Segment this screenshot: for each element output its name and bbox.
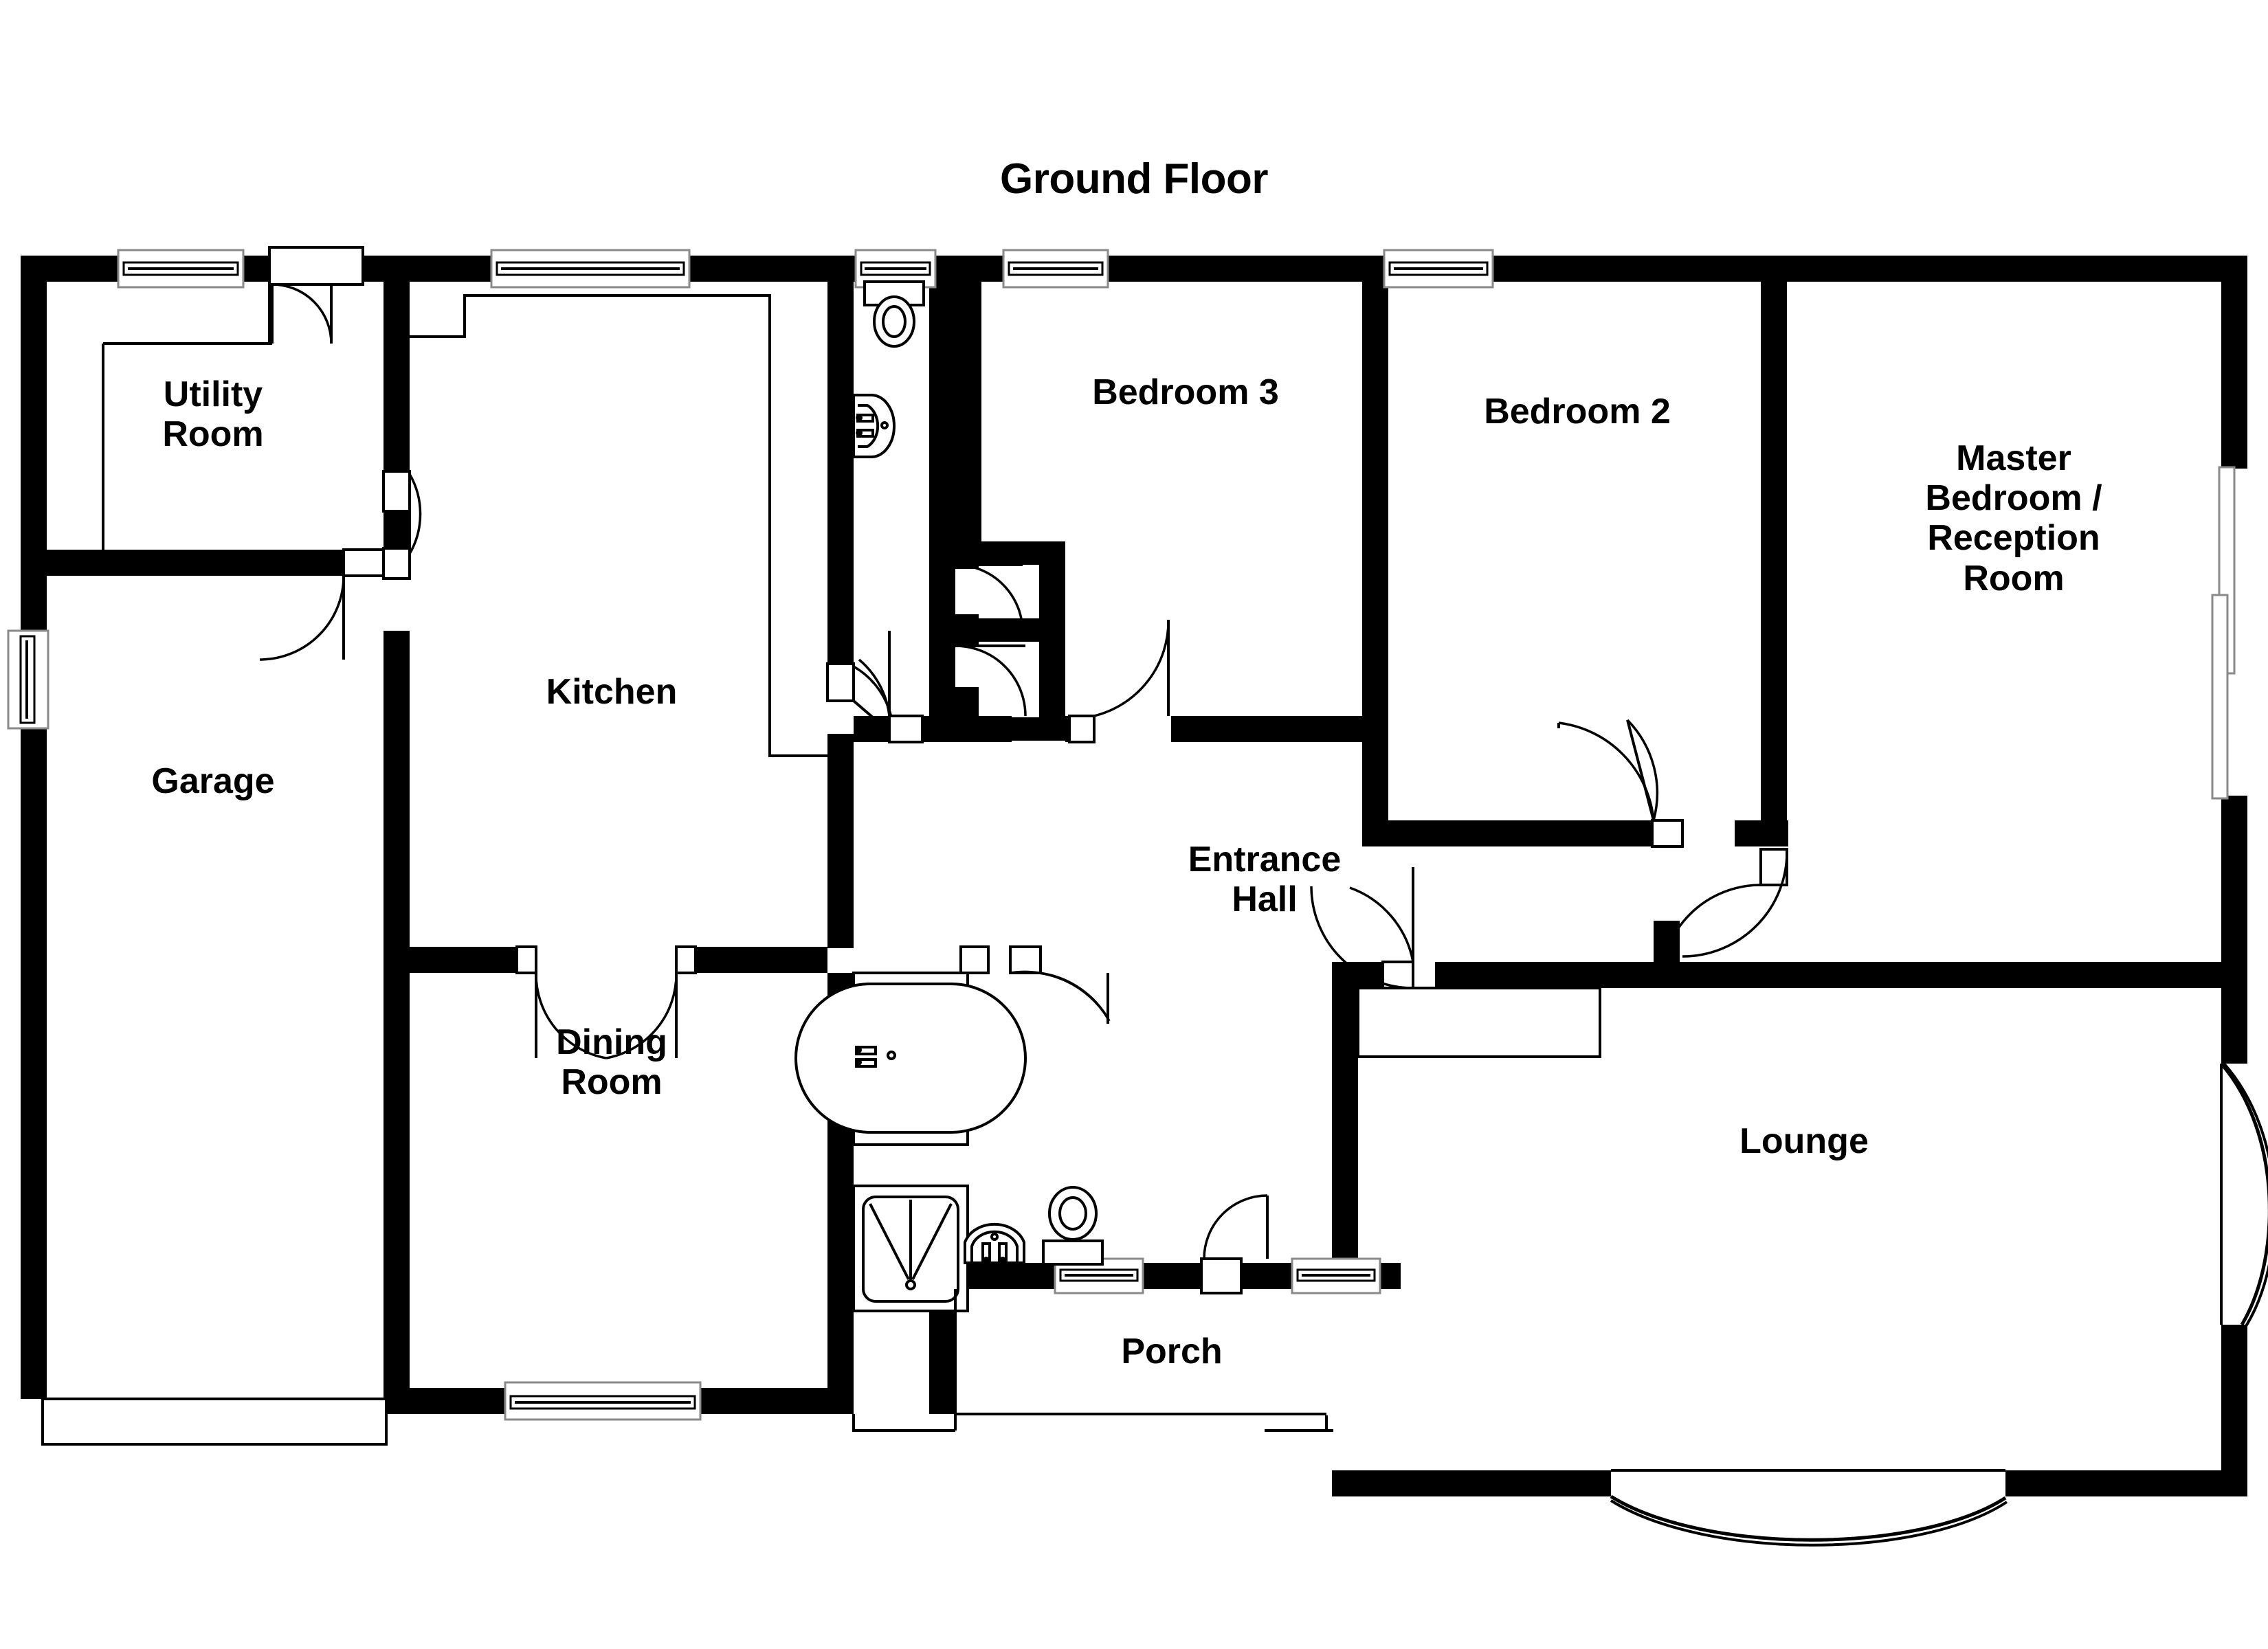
window-kitchen — [490, 249, 691, 289]
window-dining-room — [504, 1381, 702, 1421]
kitchen-counter — [410, 294, 827, 757]
bay-window-lounge-bottom — [1610, 1469, 2008, 1547]
window-porch-right — [1291, 1257, 1381, 1294]
bathroom-bathtub — [794, 972, 1027, 1146]
window-utility-room — [117, 249, 245, 289]
walls-layer — [21, 256, 2247, 1496]
door-bedroom-2[interactable] — [1557, 719, 1684, 848]
double-door-kitchen-dining[interactable] — [515, 945, 697, 1059]
bay-window-lounge-right — [2220, 1062, 2268, 1327]
window-garage — [7, 629, 49, 730]
window-master-bedroom — [2211, 466, 2236, 800]
door-cupboard-upper[interactable] — [955, 563, 1024, 633]
wc-basin — [852, 394, 896, 458]
window-bedroom-3 — [1002, 249, 1109, 289]
door-master-bedroom[interactable] — [1659, 848, 1788, 986]
bathroom-shower — [852, 1185, 969, 1312]
door-utility-kitchen[interactable] — [259, 548, 385, 661]
lounge-chimney-breast — [1357, 987, 1601, 1058]
bathroom-toilet — [1042, 1186, 1104, 1266]
door-cloakroom[interactable] — [858, 631, 924, 743]
bathroom-basin — [964, 1222, 1025, 1264]
windows-layer — [7, 249, 2268, 1547]
door-porch-entrance[interactable] — [1200, 1194, 1269, 1294]
garage-up-and-over-door[interactable] — [41, 1398, 388, 1446]
door-kitchen-side[interactable] — [382, 470, 422, 580]
window-bedroom-2 — [1383, 249, 1494, 289]
porch-outline — [852, 1289, 1333, 1432]
doors-layer — [259, 246, 1788, 1294]
door-hall-bathroom[interactable] — [959, 945, 990, 974]
utility-counter — [102, 284, 274, 550]
page-title: Ground Floor — [999, 155, 1269, 203]
wc-toilet — [863, 280, 925, 348]
door-bathroom[interactable] — [1009, 945, 1111, 1024]
door-utility-exterior[interactable] — [268, 246, 364, 344]
fixtures-layer — [41, 280, 1601, 1446]
door-bedroom-3[interactable] — [1068, 619, 1170, 743]
door-lounge[interactable] — [1310, 867, 1414, 989]
door-cupboard-lower[interactable] — [955, 644, 1027, 717]
